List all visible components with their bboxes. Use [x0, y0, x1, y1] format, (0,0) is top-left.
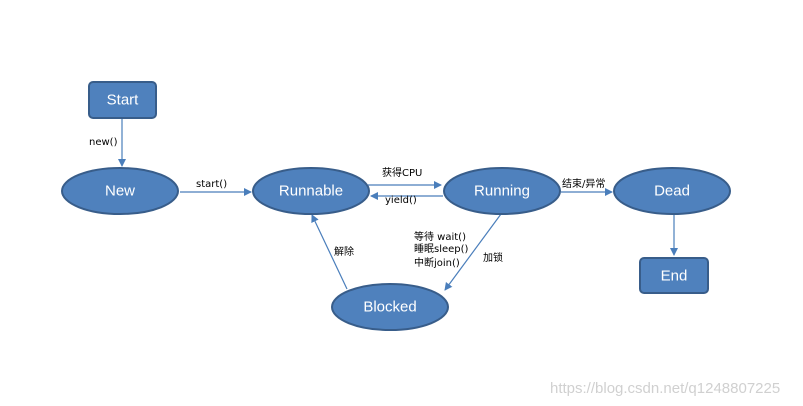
node-blocked-label: Blocked	[363, 299, 416, 316]
node-new-label: New	[105, 183, 135, 200]
label-wait: 等待 wait()	[414, 230, 466, 243]
node-blocked: Blocked	[331, 283, 449, 331]
node-running: Running	[443, 167, 561, 215]
node-start: Start	[88, 81, 157, 119]
node-end: End	[639, 257, 709, 294]
edge-blocked-to-runnable	[311, 214, 348, 290]
node-dead-label: Dead	[654, 183, 690, 200]
node-dead: Dead	[613, 167, 731, 215]
label-finish-exception: 结束/异常	[562, 177, 605, 190]
label-sleep: 睡眠sleep()	[414, 242, 469, 255]
edges	[118, 119, 678, 291]
label-join: 中断join()	[414, 256, 460, 269]
node-start-label: Start	[107, 92, 140, 109]
label-start-call: start()	[196, 179, 227, 190]
label-get-cpu: 获得CPU	[382, 167, 422, 179]
node-runnable-label: Runnable	[279, 183, 343, 200]
label-lock: 加锁	[483, 251, 503, 264]
node-runnable: Runnable	[252, 167, 370, 215]
label-yield-call: yield()	[385, 195, 417, 206]
node-end-label: End	[661, 268, 688, 285]
node-new: New	[61, 167, 179, 215]
edge-running-to-blocked	[444, 213, 502, 291]
label-new-call: new()	[89, 137, 118, 148]
watermark-url: https://blog.csdn.net/q1248807225	[550, 380, 780, 397]
node-running-label: Running	[474, 183, 530, 200]
label-unblock: 解除	[334, 245, 354, 258]
